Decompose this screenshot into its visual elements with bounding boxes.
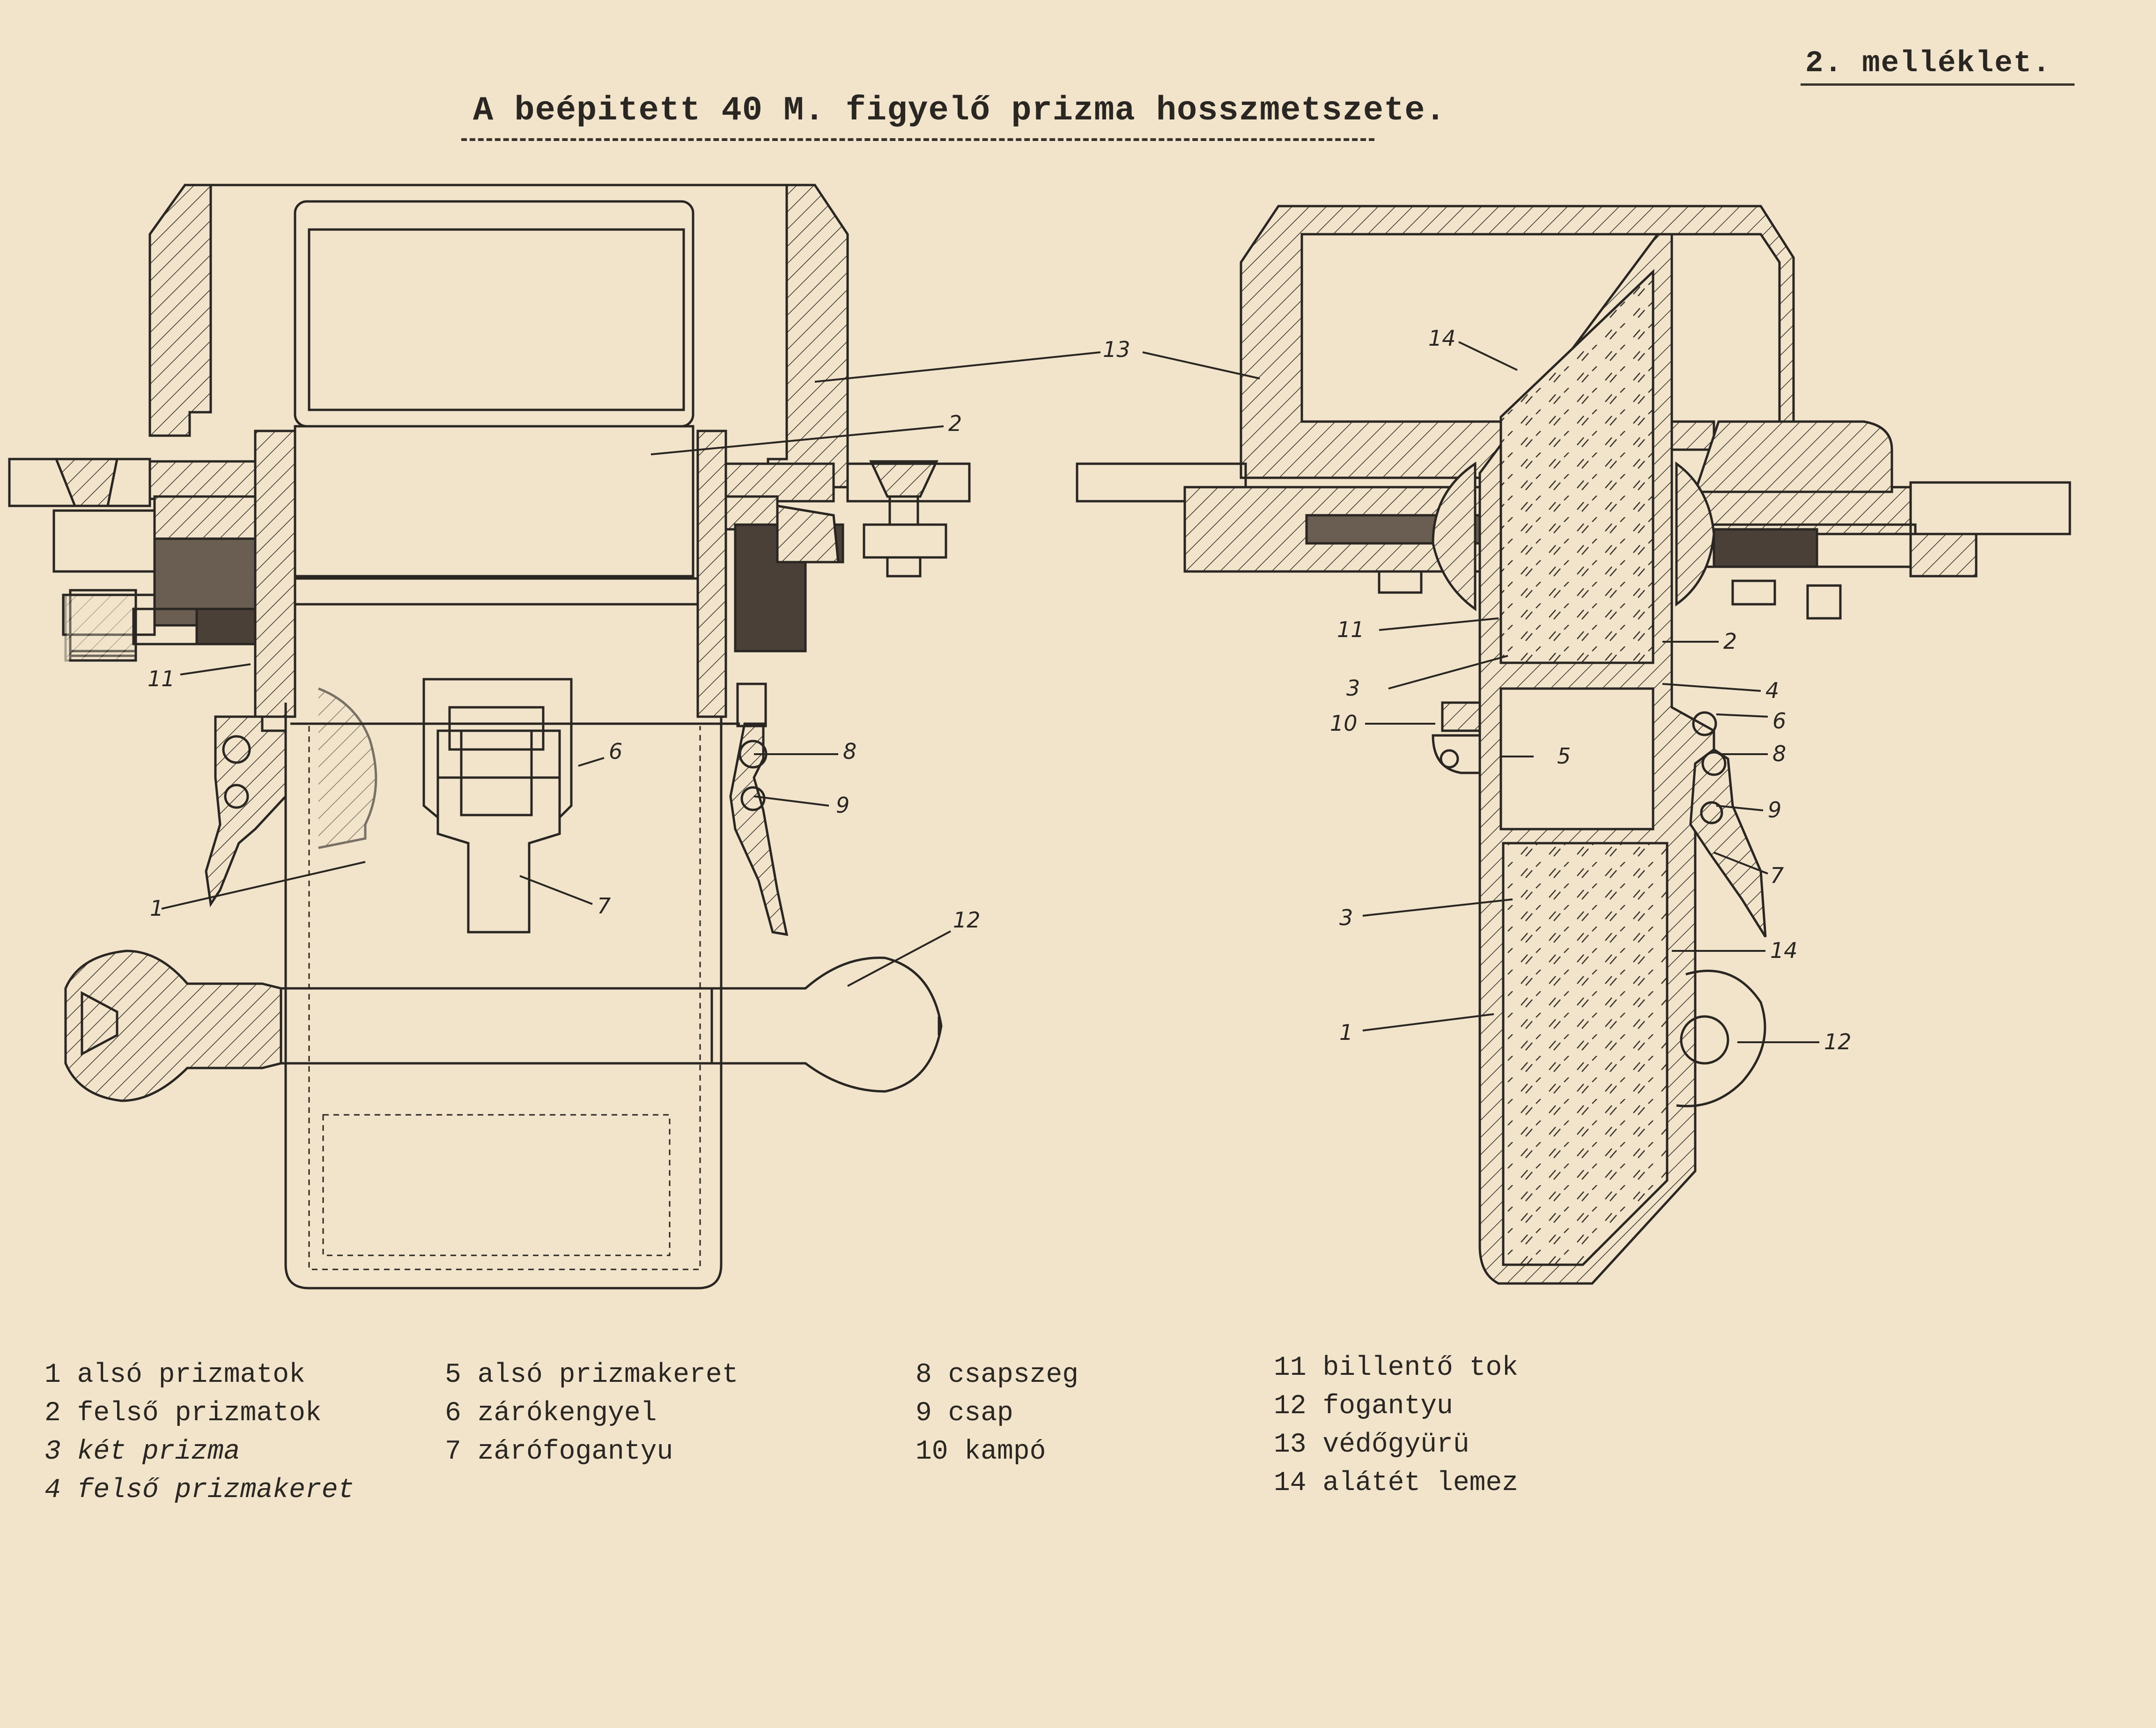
callout-side-3b: 3 [1339,905,1353,930]
legend-item-3: 3 két prizma [44,1437,240,1467]
legend-column-1: 1 alsó prizmatok 2 felső prizmatok 3 két… [44,1356,354,1510]
callout-side-6: 6 [1772,708,1786,734]
legend-column-2: 5 alsó prizmakeret 6 zárókengyel 7 záróf… [445,1356,738,1471]
front-window [308,228,685,411]
front-view [8,184,971,1290]
callout-side-2: 2 [1723,629,1737,654]
callout-front-7: 7 [597,893,611,919]
front-latch-right [729,722,789,936]
callout-front-2: 2 [948,411,962,436]
callout-side-14a: 14 [1428,326,1456,351]
callout-side-4: 4 [1765,678,1779,703]
callout-front-9: 9 [836,793,849,818]
legend-item-2: 2 felső prizmatok [44,1398,322,1429]
callout-side-5: 5 [1557,743,1571,769]
front-ring-left [148,184,212,437]
callout-front-1: 1 [150,896,163,921]
side-lower-prism [1502,842,1669,1266]
legend-item-14: 14 alátét lemez [1274,1468,1519,1498]
side-view [1076,205,2071,1285]
callout-side-8: 8 [1772,741,1786,766]
callout-front-12: 12 [953,907,981,933]
front-latch-left [205,715,287,907]
callout-side-7: 7 [1770,863,1784,888]
legend-item-8: 8 csapszeg [916,1360,1079,1390]
legend-item-12: 12 fogantyu [1274,1391,1453,1422]
title-underline [461,138,1374,141]
annex-underline [1801,83,2075,86]
callout-side-10: 10 [1330,711,1358,736]
callout-side-11: 11 [1337,617,1365,642]
legend-item-1: 1 alsó prizmatok [44,1360,305,1390]
callout-side-14b: 14 [1770,938,1798,963]
legend-item-13: 13 védőgyürü [1274,1430,1469,1460]
legend-item-5: 5 alsó prizmakeret [445,1360,738,1390]
callout-side-3a: 3 [1346,675,1360,701]
legend-item-11: 11 billentő tok [1274,1353,1519,1383]
legend-column-3: 8 csapszeg 9 csap 10 kampó [916,1356,1078,1471]
legend-item-7: 7 zárófogantyu [445,1437,673,1467]
legend-item-9: 9 csap [916,1398,1013,1429]
legend-item-4: 4 felső prizmakeret [44,1475,354,1506]
front-handle-bar [64,949,282,1102]
side-latch [1689,748,1767,938]
callout-side-9: 9 [1768,797,1781,823]
front-window-frame [294,200,694,428]
callout-front-6: 6 [609,739,622,764]
callout-front-11: 11 [148,666,175,691]
legend-item-10: 10 kampó [916,1437,1046,1467]
callout-side-12: 12 [1824,1029,1852,1054]
leader-lines [161,341,1819,1043]
callout-front-8: 8 [843,739,856,764]
drawing-title: A beépitett 40 M. figyelő prizma hosszme… [473,91,1446,130]
callout-side-1: 1 [1339,1020,1353,1045]
legend-column-4: 11 billentő tok 12 fogantyu 13 védőgyürü… [1274,1349,1518,1503]
callout-numbers: 13 2 11 6 8 9 1 7 12 14 11 2 3 4 10 6 5 … [148,326,1852,1054]
legend-item-6: 6 zárókengyel [445,1398,657,1429]
annex-label: 2. melléklet. [1805,47,2052,81]
callout-front-13: 13 [1103,337,1130,362]
